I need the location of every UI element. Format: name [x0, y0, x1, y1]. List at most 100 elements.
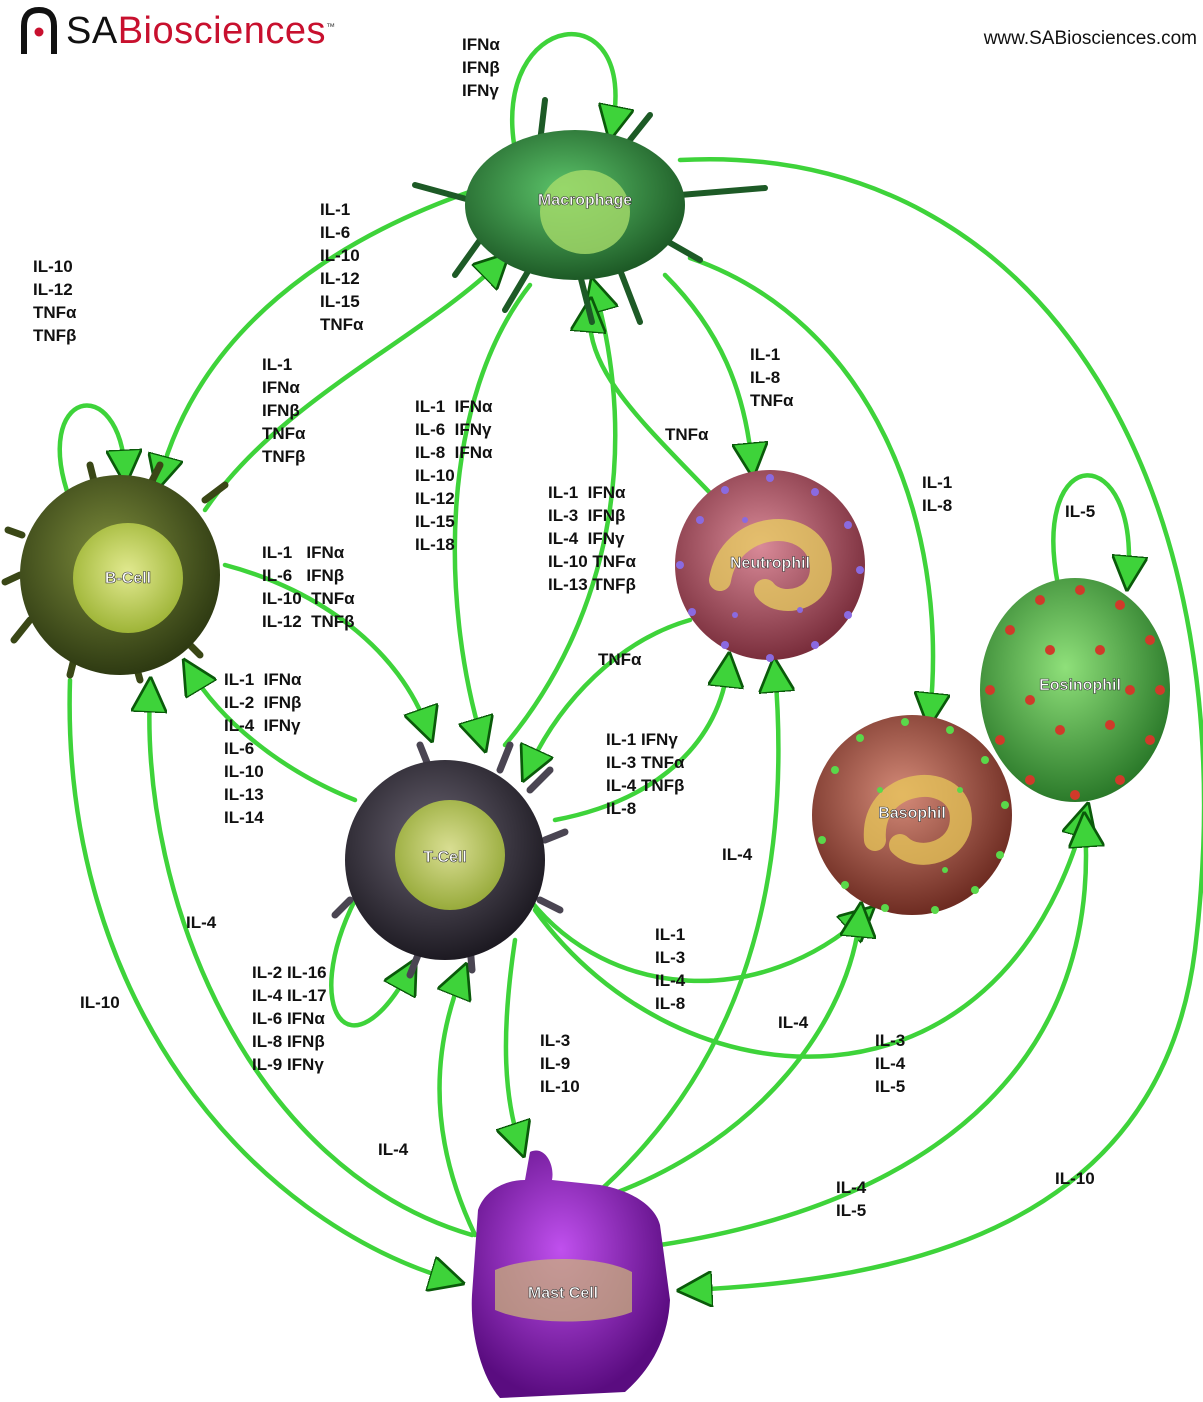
cytokine-label-line: IL-1 IFNα — [262, 543, 345, 562]
cytokine-label-line: IL-6 — [224, 739, 254, 758]
cytokine-label-line: IL-3 — [540, 1031, 570, 1050]
label-mastcell-to-neutrophil: IL-4 — [722, 845, 753, 864]
cytokine-label-line: IL-8 — [655, 994, 685, 1013]
cytokine-label-line: IL-8 — [606, 799, 636, 818]
arrow-eosinophil-self — [1053, 475, 1128, 585]
arrow-tcell-to-basophil — [530, 900, 865, 981]
basophil-cell[interactable]: Basophil — [812, 715, 1012, 915]
label-tcell-to-basophil: IL-1IL-3IL-4IL-8 — [655, 925, 686, 1013]
label-neutrophil-to-tcell: TNFα — [598, 650, 642, 669]
cell-layer: Macrophage B-Cell — [5, 100, 1170, 1398]
cytokine-label-line: IL-18 — [415, 535, 455, 554]
cytokine-label-line: IL-4 TNFβ — [606, 776, 684, 795]
cytokine-label-line: IL-4 — [778, 1013, 809, 1032]
cytokine-label-line: IL-2 IFNβ — [224, 693, 301, 712]
cytokine-label-line: IL-10 TNFα — [262, 589, 355, 608]
cytokine-label-line: IL-12 — [415, 489, 455, 508]
cytokine-label-line: IFNα — [262, 378, 300, 397]
cytokine-label-line: TNFα — [665, 425, 709, 444]
cytokine-label-line: IL-12 TNFβ — [262, 612, 355, 631]
label-macrophage-to-neutrophil: IL-1IL-8TNFα — [750, 345, 794, 410]
mastcell[interactable]: Mast Cell — [472, 1151, 670, 1398]
cytokine-label-line: TNFα — [598, 650, 642, 669]
bcell[interactable]: B-Cell — [5, 465, 225, 680]
label-mastcell-to-bcell: IL-4 — [186, 913, 217, 932]
cytokine-label-line: TNFβ — [33, 326, 76, 345]
cytokine-label-line: IFNα — [462, 35, 500, 54]
cytokine-label-line: IL-15 — [320, 292, 360, 311]
cytokine-label-line: IL-10 — [415, 466, 455, 485]
cytokine-label-line: IL-10 — [320, 246, 360, 265]
cytokine-label-line: IL-4 — [836, 1178, 867, 1197]
label-macrophage-self: IFNαIFNβIFNγ — [462, 35, 500, 100]
cytokine-label-line: IFNγ — [462, 81, 499, 100]
arrow-mastcell-to-tcell — [440, 975, 475, 1235]
macrophage-label: Macrophage — [538, 192, 632, 209]
basophil-label: Basophil — [878, 805, 946, 822]
cytokine-label-line: IL-10 — [1055, 1169, 1095, 1188]
cytokine-label-line: IL-4 — [655, 971, 686, 990]
cytokine-label-line: IL-8 IFNβ — [252, 1032, 325, 1051]
tcell-label: T-Cell — [423, 849, 467, 866]
cytokine-label-line: IFNβ — [262, 401, 300, 420]
arrow-tcell-to-bcell — [190, 670, 355, 800]
cytokine-label-line: IL-1 — [320, 200, 350, 219]
cytokine-label-line: IL-10 TNFα — [548, 552, 636, 571]
cytokine-label-line: IL-10 — [224, 762, 264, 781]
cytokine-label-line: IL-4 — [186, 913, 217, 932]
label-bcell-to-tcell: IL-1 IFNαIL-6 IFNβIL-10 TNFαIL-12 TNFβ — [262, 543, 355, 631]
cytokine-label-line: IL-1 IFNα — [548, 483, 626, 502]
label-tcell-to-neutrophil: IL-1 IFNγIL-3 TNFαIL-4 TNFβIL-8 — [606, 730, 685, 818]
label-tcell-self: IL-2 IL-16IL-4 IL-17IL-6 IFNαIL-8 IFNβIL… — [252, 963, 327, 1074]
label-tcell-to-macrophage: IL-1 IFNαIL-3 IFNβIL-4 IFNγIL-10 TNFαIL-… — [548, 483, 636, 594]
cytokine-label-line: IL-12 — [33, 280, 73, 299]
cytokine-label-line: IL-2 IL-16 — [252, 963, 327, 982]
label-tcell-to-eosinophil: IL-3IL-4IL-5 — [875, 1031, 906, 1096]
label-eosinophil-self: IL-5 — [1065, 502, 1095, 521]
cytokine-label-line: TNFα — [262, 424, 306, 443]
cytokine-label-line: IL-3 — [875, 1031, 905, 1050]
cytokine-label-line: IL-8 IFNα — [415, 443, 493, 462]
arrow-tcell-to-mastcell — [506, 940, 520, 1145]
cytokine-label-line: IL-6 IFNα — [252, 1009, 325, 1028]
cytokine-label-line: IL-15 — [415, 512, 455, 531]
cytokine-label-line: IL-6 IFNβ — [262, 566, 344, 585]
cytokine-label-line: IL-1 — [262, 355, 292, 374]
cytokine-label-line: IL-4 — [875, 1054, 906, 1073]
cytokine-label-line: TNFα — [33, 303, 77, 322]
cytokine-label-line: IL-9 IFNγ — [252, 1055, 324, 1074]
cytokine-label-line: IL-1 — [750, 345, 780, 364]
label-neutrophil-to-macrophage: TNFα — [665, 425, 709, 444]
cytokine-label-line: IL-4 — [722, 845, 753, 864]
label-bcell-to-macrophage: IL-1IFNαIFNβTNFαTNFβ — [262, 355, 306, 466]
mastcell-label: Mast Cell — [528, 1285, 598, 1302]
cytokine-label-line: IFNβ — [462, 58, 500, 77]
cytokine-label-line: IL-3 IFNβ — [548, 506, 625, 525]
cytokine-label-line: IL-6 — [320, 223, 350, 242]
cytokine-label-line: IL-14 — [224, 808, 264, 827]
cytokine-label-line: IL-10 — [540, 1077, 580, 1096]
neutrophil-cell[interactable]: Neutrophil — [675, 470, 865, 662]
neutrophil-label: Neutrophil — [730, 555, 810, 572]
eosinophil-label: Eosinophil — [1039, 677, 1121, 694]
cytokine-label-line: IL-5 — [1065, 502, 1095, 521]
eosinophil-cell[interactable]: Eosinophil — [980, 578, 1170, 802]
arrow-macrophage-to-tcell — [455, 285, 530, 740]
tcell[interactable]: T-Cell — [335, 745, 565, 975]
cytokine-label-line: IL-4 — [378, 1140, 409, 1159]
bcell-label: B-Cell — [105, 570, 151, 587]
cytokine-label-line: IL-8 — [750, 368, 780, 387]
cytokine-label-line: IL-1 — [922, 473, 952, 492]
cytokine-label-line: IL-8 — [922, 496, 952, 515]
label-macrophage-to-mastcell: IL-10 — [1055, 1169, 1095, 1188]
cytokine-label-line: IL-12 — [320, 269, 360, 288]
cytokine-label-line: IL-6 IFNγ — [415, 420, 492, 439]
label-tcell-to-mastcell: IL-3IL-9IL-10 — [540, 1031, 580, 1096]
label-mastcell-to-tcell: IL-4 — [378, 1140, 409, 1159]
cytokine-label-line: IL-10 — [33, 257, 73, 276]
cytokine-label-line: IL-4 IL-17 — [252, 986, 327, 1005]
cytokine-label-line: IL-10 — [80, 993, 120, 1012]
cytokine-label-line: IL-3 TNFα — [606, 753, 685, 772]
cytokine-label-line: IL-1 IFNγ — [606, 730, 678, 749]
